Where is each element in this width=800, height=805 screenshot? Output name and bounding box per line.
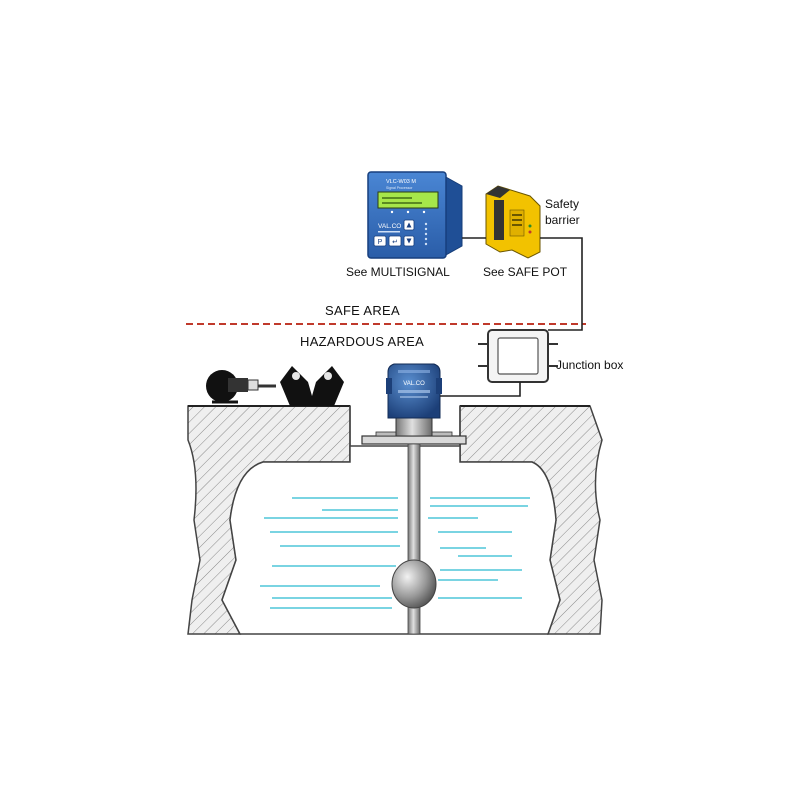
key-enter (388, 235, 402, 247)
controller-brand: VAL.CO (378, 223, 401, 230)
controller-subtitle: Signal Processor (386, 186, 413, 190)
label-junction-box: Junction box (556, 358, 624, 372)
signal-wiring (440, 237, 583, 397)
coupling (395, 417, 433, 437)
label-safety-barrier-2: barrier (545, 213, 580, 227)
key-p (373, 235, 387, 247)
tank-interior (221, 445, 561, 635)
mounting-flange (361, 435, 467, 445)
key-enter-label: ↵ (392, 238, 398, 246)
junction-box (478, 329, 558, 383)
controller-lcd (377, 191, 439, 209)
safety-barrier-module (485, 185, 541, 259)
transmitter-brand: VAL.CO (403, 381, 425, 387)
label-safety-barrier-1: Safety (545, 197, 580, 211)
label-safe-area: SAFE AREA (325, 303, 400, 318)
pump (280, 366, 344, 406)
label-see-multisignal: See MULTISIGNAL (346, 265, 450, 279)
float-level-transmitter: VAL.CO (361, 363, 467, 635)
arrow-up-icon (406, 222, 412, 228)
label-hazardous-area: HAZARDOUS AREA (300, 334, 425, 349)
liquid (260, 497, 530, 609)
tank-structure (187, 405, 603, 635)
controller-model: VLC-W03 M (386, 179, 416, 185)
wire-junction-transmitter (440, 382, 521, 397)
wire-barrier-junction (540, 237, 583, 331)
float-ball (391, 559, 437, 609)
label-see-safe-pot: See SAFE POT (483, 265, 568, 279)
key-p-label: P (378, 239, 383, 246)
arrow-down-icon (406, 238, 412, 244)
multisignal-controller: VLC-W03 M Signal Processor VAL.CO P ↵ (367, 171, 463, 259)
pump-motor (206, 366, 344, 406)
